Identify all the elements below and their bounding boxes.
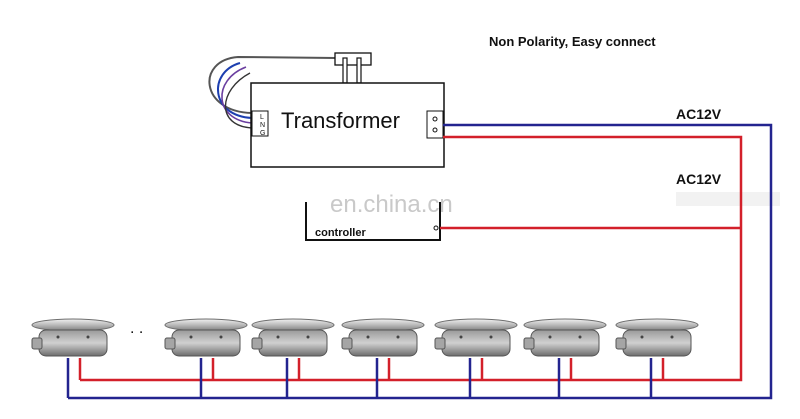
terminal-n-label: N	[260, 122, 265, 129]
watermark-smudge	[676, 192, 780, 206]
diagram-note: Non Polarity, Easy connect	[489, 34, 656, 49]
transformer-label: Transformer	[281, 108, 400, 133]
pool-light	[31, 318, 115, 357]
ellipsis-dots: . .	[130, 320, 143, 337]
voltage-label-top: AC12V	[676, 106, 722, 122]
red-trunk-wire	[80, 135, 743, 382]
terminal-l-label: L	[260, 114, 264, 121]
pool-light	[615, 318, 699, 357]
pool-light	[523, 318, 607, 357]
pool-light	[164, 318, 248, 357]
watermark-text: en.china.cn	[330, 191, 453, 218]
pool-light	[251, 318, 335, 357]
blue-trunk-wire	[68, 123, 773, 400]
voltage-label-middle: AC12V	[676, 171, 722, 187]
pool-light	[341, 318, 425, 357]
power-cord	[208, 55, 337, 129]
controller-box: controller	[305, 202, 441, 241]
transformer-box: L N G Transformer	[250, 82, 445, 168]
terminal-g-label: G	[260, 130, 265, 137]
power-plug-icon	[334, 52, 372, 84]
controller-label: controller	[315, 227, 366, 239]
pool-light	[434, 318, 518, 357]
